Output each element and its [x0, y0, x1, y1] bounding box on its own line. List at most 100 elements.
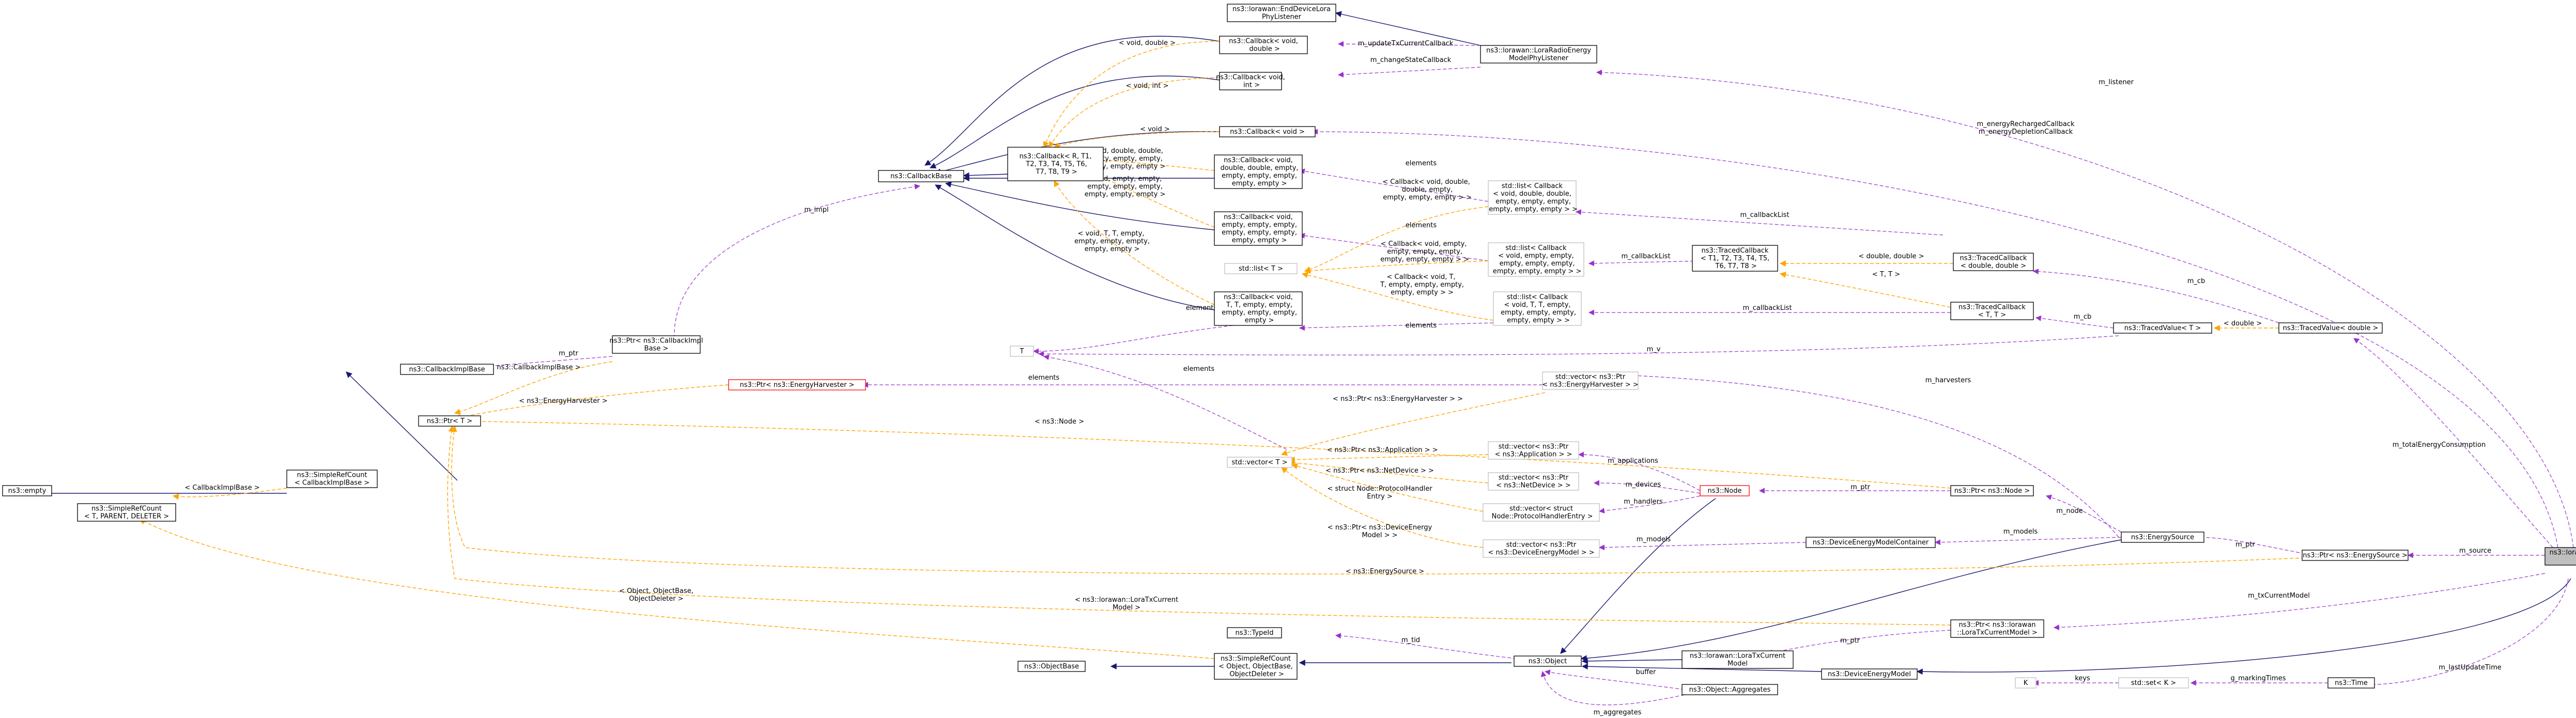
edge-t-vec-app [1288, 454, 1489, 463]
node-empty[interactable]: ns3::empty [2, 485, 52, 496]
node-label: ns3::Node [1708, 487, 1742, 495]
node-box [2544, 547, 2576, 566]
node-box [1017, 661, 1086, 672]
node-type-id[interactable]: ns3::TypeId [1227, 627, 1282, 638]
node-object-aggregates[interactable]: ns3::Object::Aggregates [1682, 684, 1778, 695]
node-label: ns3::Callback< R, T1, T2, T3, T4, T5, T6… [1020, 153, 1092, 176]
node-k[interactable]: K [2015, 677, 2037, 689]
node-object-base[interactable]: ns3::ObjectBase [1017, 661, 1086, 672]
node-object[interactable]: ns3::Object [1514, 655, 1582, 667]
node-ptr-t[interactable]: ns3::Ptr< T > [418, 415, 481, 427]
node-set-k[interactable]: std::set< K > [2118, 677, 2189, 689]
node-box [1488, 441, 1579, 460]
node-device-energy-model-container[interactable]: ns3::DeviceEnergyModelContainer [1806, 537, 1936, 548]
edge-label-m-source: m_source [2459, 547, 2491, 555]
edge-t-vec-dem [1281, 467, 1484, 548]
node-callback-void-empty[interactable]: ns3::Callback< void, empty, empty, empty… [1214, 211, 1303, 246]
node-ptr-node[interactable]: ns3::Ptr< ns3::Node > [1950, 485, 2034, 496]
edge-elements-dd [1299, 168, 1489, 202]
node-ptr-energy-harvester[interactable]: ns3::Ptr< ns3::EnergyHarvester > [728, 379, 866, 391]
node-ptr-lora-tx-current-model[interactable]: ns3::Ptr< ns3::lorawan::LoraTxCurrentMod… [1950, 619, 2044, 638]
node-list-double[interactable]: std::list< Callback< void, double, doubl… [1487, 180, 1578, 215]
node-list-t[interactable]: std::list< T > [1224, 263, 1298, 274]
edge-m-energy-callbacks [1312, 129, 2558, 548]
node-label: std::set< K > [2131, 679, 2176, 687]
edge-label-m-total-energy-consumption: m_totalEnergyConsumption [2393, 441, 2486, 449]
node-label: T [1020, 348, 1024, 355]
edge-m-listener [1596, 69, 2574, 548]
node-callback-generic[interactable]: ns3::Callback< R, T1, T2, T3, T4, T5, T6… [1007, 147, 1104, 181]
node-label: ns3::DeviceEnergyModel [1828, 670, 1911, 678]
node-box [286, 470, 378, 488]
node-vector-ptr-net-device[interactable]: std::vector< ns3::Ptr< ns3::NetDevice > … [1488, 472, 1579, 491]
edge-label-m-listener: m_listener [2099, 79, 2134, 86]
node-label: ns3::Ptr< T > [427, 417, 472, 425]
node-traced-callback-double[interactable]: ns3::TracedCallback< double, double > [1953, 253, 2034, 271]
node-device-energy-model[interactable]: ns3::DeviceEnergyModel [1821, 668, 1918, 680]
node-callback-void-double-double[interactable]: ns3::Callback< void, double, double, emp… [1214, 154, 1303, 189]
node-label: ns3::Ptr< ns3::EnergySource > [2303, 552, 2408, 559]
node-label: ns3::CallbackBase [890, 173, 952, 180]
node-vector-ptr-energy-harvester[interactable]: std::vector< ns3::Ptr< ns3::EnergyHarves… [1542, 371, 1639, 390]
edge-t-void [1053, 131, 1220, 148]
edge-t-list-empty [1304, 260, 1489, 274]
node-ptr-energy-source[interactable]: ns3::Ptr< ns3::EnergySource > [2302, 550, 2409, 561]
node-callback-void-int[interactable]: ns3::Callback< void, int > [1216, 72, 1285, 90]
node-node[interactable]: ns3::Node [1700, 485, 1750, 496]
edge-label-double-double: < double, double > [1859, 253, 1924, 260]
edge-m-change [1337, 67, 1481, 77]
node-callback-base[interactable]: ns3::CallbackBase [878, 170, 964, 182]
edge-t-vec-harvester [1281, 392, 1546, 456]
edge-label-m-tid: m_tid [1401, 636, 1420, 644]
node-callback-impl-base[interactable]: ns3::CallbackImplBase [400, 364, 494, 375]
node-simple-ref-count-callback-impl-base[interactable]: ns3::SimpleRefCount< CallbackImplBase > [286, 470, 378, 488]
node-box [1219, 126, 1316, 137]
node-traced-value-double[interactable]: ns3::TracedValue< double > [2278, 322, 2383, 334]
node-label: std::list< Callback< void, T, T, empty, … [1499, 293, 1576, 324]
node-simple-ref-count-generic[interactable]: ns3::SimpleRefCount< T, PARENT, DELETER … [77, 503, 176, 522]
node-callback-void-tt[interactable]: ns3::Callback< void, T, T, empty, empty,… [1214, 291, 1303, 326]
node-vector-t[interactable]: std::vector< T > [1227, 457, 1292, 468]
node-vector-ptr-application[interactable]: std::vector< ns3::Ptr< ns3::Application … [1488, 441, 1579, 460]
node-box [1514, 655, 1582, 667]
edge-m-harvesters [1609, 371, 2119, 538]
node-time[interactable]: ns3::Time [2327, 677, 2375, 689]
node-list-tt[interactable]: std::list< Callback< void, T, T, empty, … [1493, 291, 1582, 326]
node-list-empty[interactable]: std::list< Callback< void, empty, empty,… [1488, 242, 1584, 277]
node-label: ns3::Object::Aggregates [1689, 686, 1771, 694]
node-energy-source[interactable]: ns3::EnergySource [2121, 532, 2204, 543]
node-t[interactable]: T [1010, 346, 1034, 357]
node-box [1488, 472, 1579, 491]
edge-t-ptr-harvester [454, 384, 729, 420]
node-traced-callback-t[interactable]: ns3::TracedCallback< T, T > [1950, 302, 2034, 320]
node-callback-void-double[interactable]: ns3::Callback< void, double > [1219, 36, 1308, 54]
edge-m-handlers [1598, 495, 1701, 514]
edge-elements-tt [1299, 322, 1494, 331]
edge-t-sref-cbimpl [172, 488, 287, 500]
node-traced-callback-generic[interactable]: ns3::TracedCallback< T1, T2, T3, T4, T5,… [1692, 245, 1778, 272]
node-box [1483, 539, 1600, 558]
edge-label-void-empty: < void, empty, empty, empty, empty, empt… [1083, 175, 1166, 198]
node-traced-value-t[interactable]: ns3::TracedValue< T > [2113, 322, 2212, 334]
node-vector-ptr-device-energy-model[interactable]: std::vector< ns3::Ptr< ns3::DeviceEnergy… [1483, 539, 1600, 558]
node-simple-ref-count-object[interactable]: ns3::SimpleRefCount< Object, ObjectBase,… [1214, 653, 1298, 680]
node-label: ns3::CallbackImplBase [409, 366, 485, 373]
node-callback-void[interactable]: ns3::Callback< void > [1219, 126, 1316, 137]
edge-label-m-handlers: m_handlers [1624, 498, 1663, 506]
edge-label-void-double: < void, double > [1119, 39, 1176, 47]
edge-label-tt: < T, T > [1872, 271, 1900, 278]
node-vector-protocol-handler-entry[interactable]: std::vector< struct Node::ProtocolHandle… [1483, 503, 1600, 522]
edge-m-applications [1578, 451, 1701, 491]
edge-label-void-int: < void, int > [1126, 82, 1169, 90]
node-box [400, 364, 494, 375]
edge-m-tid [1335, 633, 1517, 659]
edge-buffer [1544, 669, 1685, 690]
node-label: ns3::TracedCallback< T, T > [1958, 304, 2026, 319]
